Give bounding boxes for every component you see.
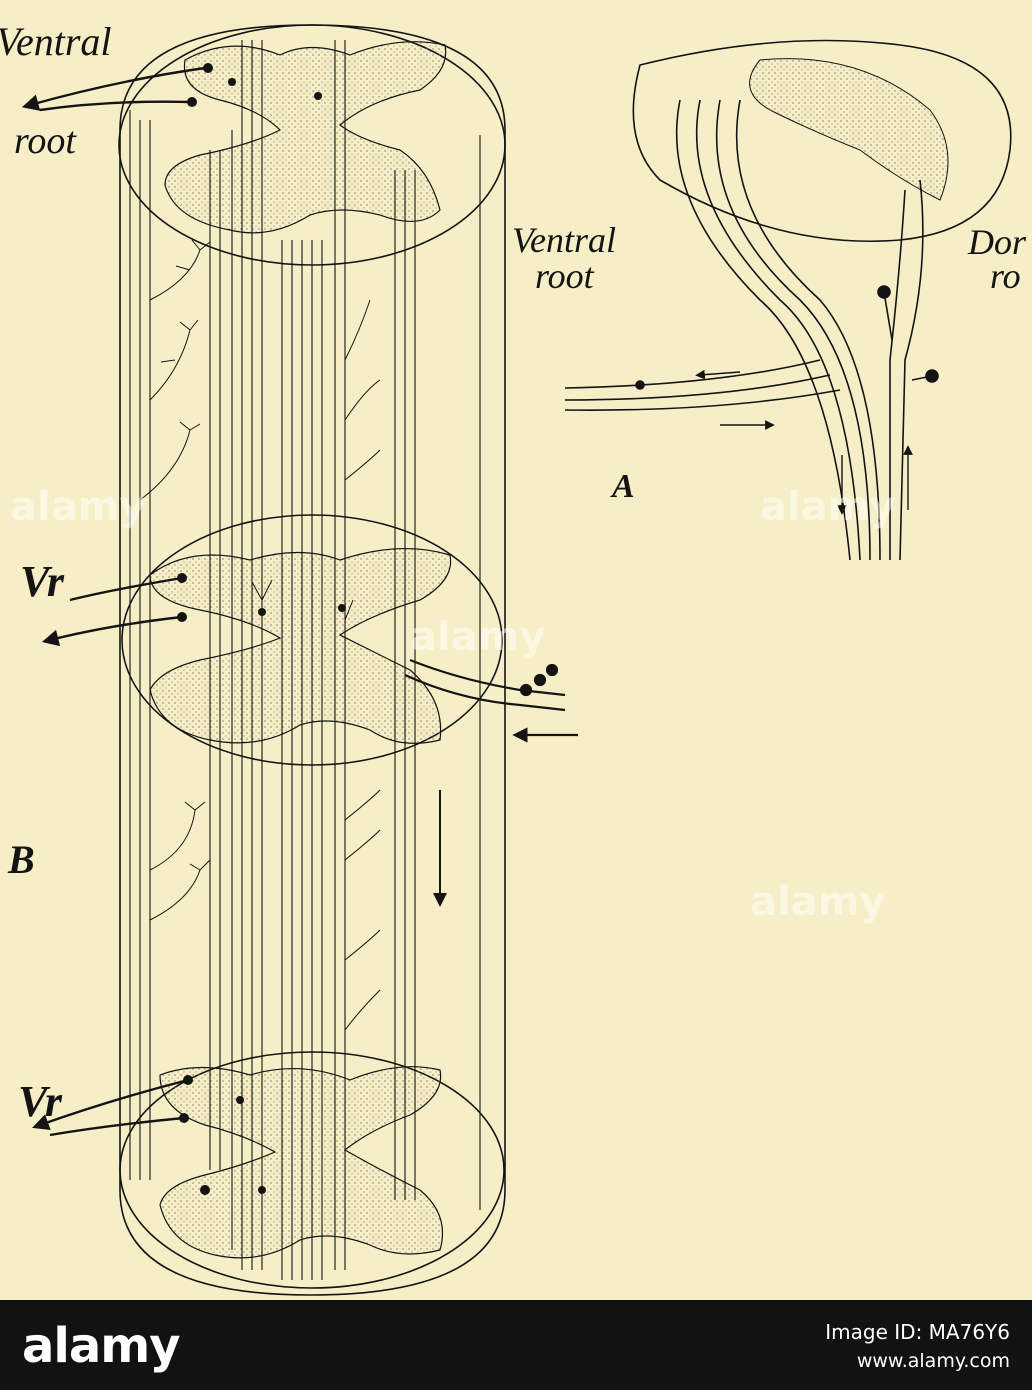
ventral-root-fibers-b <box>21 66 206 1137</box>
footer-bar: alamy Image ID: MA76Y6 www.alamy.com <box>0 1300 1032 1390</box>
label-dorsal-root-a-line1: Dor <box>968 222 1027 262</box>
label-ventral-root-a-line1: Ventral <box>512 220 616 260</box>
panel-a-section <box>564 39 1012 561</box>
footer-logo[interactable]: alamy <box>22 1318 181 1374</box>
label-panel-a: A <box>612 468 635 505</box>
watermarks: alamy alamy alamy alamy <box>10 484 895 925</box>
label-panel-b: B <box>8 837 35 882</box>
svg-text:alamy: alamy <box>410 614 545 660</box>
collateral-branches <box>139 239 381 1031</box>
grey-matter-bottom <box>159 1066 444 1259</box>
svg-text:alamy: alamy <box>760 484 895 530</box>
label-vr-bottom: Vr <box>18 1077 63 1126</box>
image-id: Image ID: MA76Y6 <box>825 1320 1010 1344</box>
footer-info: Image ID: MA76Y6 www.alamy.com <box>825 1320 1010 1372</box>
label-ventral-root-a-line2: root <box>535 256 594 296</box>
footer-url[interactable]: www.alamy.com <box>856 1350 1010 1372</box>
svg-text:alamy: alamy <box>750 879 885 925</box>
label-vr-middle: Vr <box>20 557 65 606</box>
longitudinal-fibers <box>129 40 481 1280</box>
spinal-cord-diagram: alamy alamy alamy alamy <box>10 24 1012 1296</box>
label-dorsal-root-a-line2: ro <box>990 256 1021 296</box>
label-ventral-root-b-line2: root <box>14 120 76 162</box>
dorsal-root-b <box>404 658 578 907</box>
grey-matter-middle <box>149 547 452 744</box>
svg-text:alamy: alamy <box>10 484 145 530</box>
label-ventral-root-b-line1: Ventral <box>0 19 112 64</box>
